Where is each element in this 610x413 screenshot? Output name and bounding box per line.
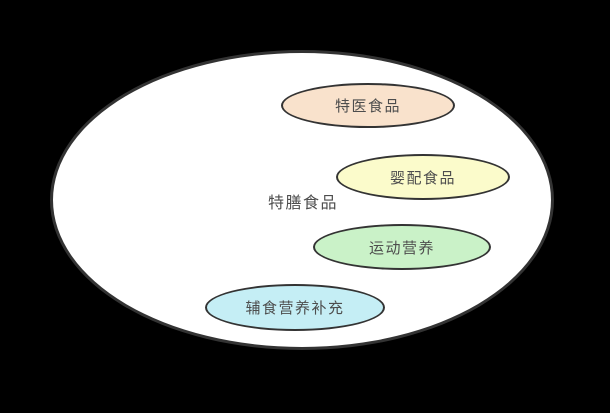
node-infant-formula-food-label: 婴配食品 bbox=[389, 169, 456, 187]
node-special-medical-food: 特医食品 bbox=[281, 83, 455, 128]
outer-ellipse-label: 特膳食品 bbox=[267, 195, 338, 212]
node-infant-formula-food: 婴配食品 bbox=[336, 154, 510, 200]
node-sports-nutrition-label: 运动营养 bbox=[368, 239, 435, 257]
node-special-medical-food-label: 特医食品 bbox=[334, 98, 401, 115]
node-complementary-food-nutrition-supplement-label: 辅食营养补充 bbox=[245, 300, 345, 317]
node-sports-nutrition: 运动营养 bbox=[313, 224, 491, 270]
node-complementary-food-nutrition-supplement: 辅食营养补充 bbox=[205, 284, 385, 331]
